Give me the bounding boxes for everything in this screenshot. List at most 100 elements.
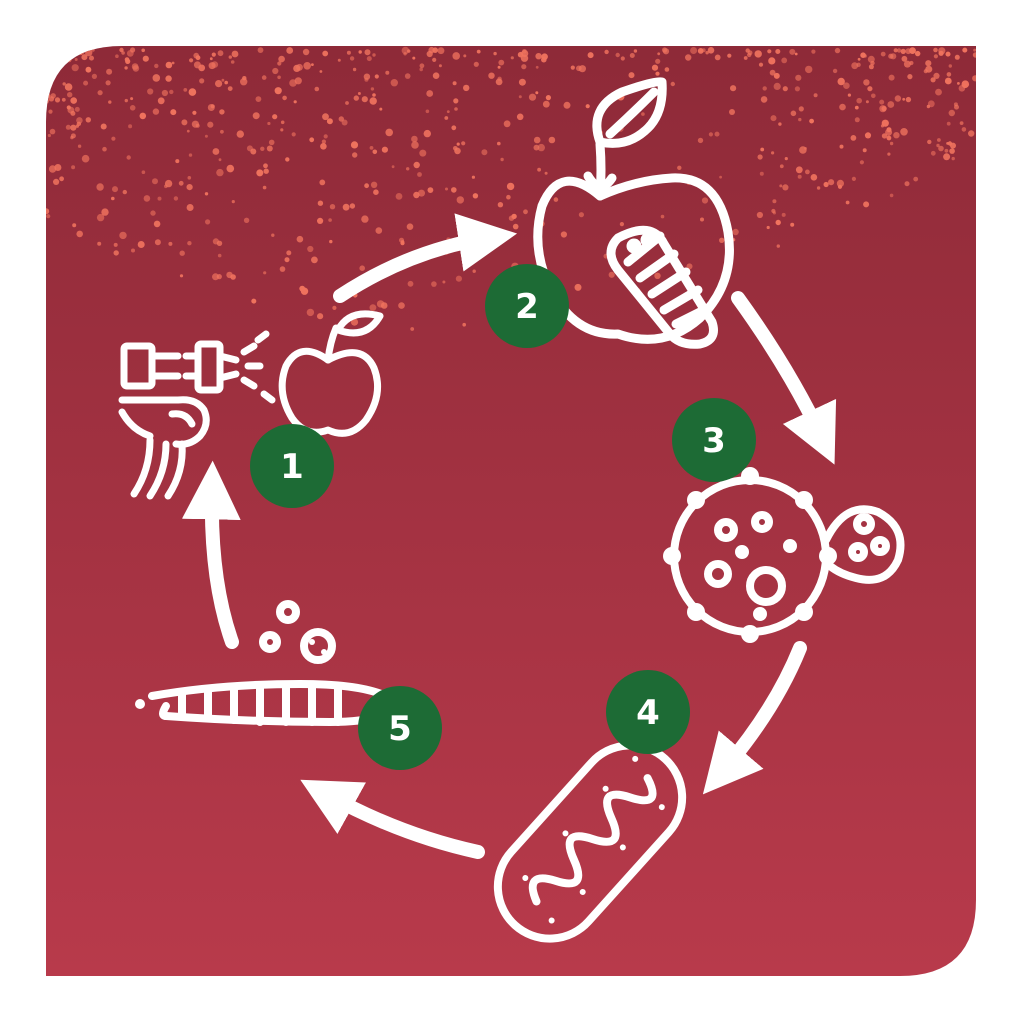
speckle-dot — [260, 146, 265, 151]
speckle-dot — [767, 49, 772, 54]
speckle-dot — [296, 235, 304, 243]
speckle-dot — [329, 239, 333, 244]
speckle-dot — [454, 147, 461, 155]
speckle-dot — [230, 274, 236, 280]
speckle-dot — [542, 100, 550, 108]
speckle-dot — [418, 189, 425, 197]
speckle-dot — [893, 48, 898, 53]
speckle-dot — [655, 58, 661, 64]
speckle-dot — [122, 189, 128, 195]
speckle-dot — [157, 196, 162, 201]
speckle-dot — [654, 272, 661, 279]
speckle-dot — [317, 313, 324, 320]
speckle-dot — [291, 132, 296, 137]
cycle-arrows — [181, 213, 837, 859]
speckle-dot — [373, 189, 379, 195]
speckle-dot — [427, 187, 434, 194]
speckle-dot — [660, 214, 665, 219]
speckle-dot — [839, 103, 846, 111]
speckle-dot — [212, 273, 219, 281]
speckle-dot — [903, 60, 911, 68]
speckle-dot — [106, 68, 113, 75]
speckle-dot — [570, 65, 575, 70]
speckle-dot — [286, 47, 294, 54]
speckle-dot — [314, 86, 320, 92]
speckle-dot — [280, 120, 285, 125]
speckle-dot — [426, 50, 433, 58]
speckle-dot — [657, 52, 661, 56]
speckle-dot — [263, 271, 267, 275]
speckle-dot — [925, 60, 932, 67]
speckle-dot — [227, 86, 233, 91]
speckle-dot — [189, 58, 194, 63]
speckle-dot — [782, 86, 788, 92]
speckle-dot — [217, 50, 224, 57]
speckle-dot — [521, 64, 527, 70]
speckle-dot — [398, 302, 405, 309]
speckle-dot — [322, 50, 329, 57]
speckle-dot — [471, 175, 475, 179]
speckle-dot — [732, 228, 739, 236]
speckle-dot — [97, 90, 103, 96]
virus-cell-icon — [663, 467, 905, 643]
speckle-dot — [881, 119, 889, 127]
speckle-dot — [228, 55, 232, 59]
speckle-dot — [779, 184, 783, 188]
speckle-dot — [46, 97, 50, 105]
speckle-dot — [510, 56, 514, 60]
speckle-dot — [810, 174, 818, 181]
speckle-dot — [379, 107, 383, 111]
speckle-dot — [346, 50, 351, 55]
speckle-dot — [280, 128, 284, 132]
step-number: 5 — [388, 709, 412, 749]
speckle-dot — [880, 51, 886, 57]
speckle-dot — [545, 95, 552, 101]
speckle-dot — [54, 97, 61, 103]
speckle-dot — [834, 47, 841, 54]
speckle-dot — [760, 96, 768, 103]
speckle-dot — [64, 83, 73, 91]
speckle-dot — [544, 171, 548, 175]
speckle-dot — [279, 266, 286, 272]
speckle-dot — [332, 305, 337, 310]
speckle-dot — [369, 97, 377, 105]
speckle-dot — [289, 79, 297, 87]
speckle-dot — [61, 97, 66, 102]
speckle-dot — [743, 56, 748, 60]
step-badge-1: 1 — [250, 424, 334, 508]
speckle-dot — [209, 57, 213, 61]
speckle-dot — [879, 99, 885, 105]
speckle-dot — [935, 88, 942, 96]
speckle-dot — [446, 110, 450, 113]
speckle-dot — [854, 105, 859, 110]
speckle-dot — [153, 220, 161, 228]
speckle-dot — [326, 118, 333, 125]
speckle-dot — [131, 63, 139, 70]
speckle-dot — [481, 149, 488, 156]
speckle-dot — [187, 176, 192, 180]
speckle-dot — [473, 61, 479, 67]
speckle-dot — [537, 143, 545, 152]
speckle-dot — [885, 128, 893, 136]
speckle-dot — [272, 67, 279, 75]
speckle-dot — [460, 216, 465, 221]
speckle-dot — [889, 193, 894, 198]
speckle-dot — [690, 47, 698, 54]
speckle-dot — [188, 88, 197, 96]
speckle-dot — [358, 50, 362, 54]
speckle-dot — [385, 70, 390, 75]
speckle-dot — [154, 239, 161, 246]
speckle-dot — [585, 104, 590, 109]
speckle-dot — [887, 152, 891, 156]
speckle-dot — [836, 179, 845, 187]
speckle-dot — [366, 56, 372, 62]
speckle-dot — [261, 75, 267, 80]
speckle-dot — [506, 182, 515, 191]
speckle-dot — [108, 100, 112, 104]
speckle-dot — [53, 178, 60, 185]
speckle-dot — [89, 55, 94, 61]
speckle-dot — [794, 86, 801, 92]
speckle-dot — [395, 193, 403, 200]
speckle-dot — [968, 130, 975, 137]
speckle-dot — [306, 308, 315, 317]
